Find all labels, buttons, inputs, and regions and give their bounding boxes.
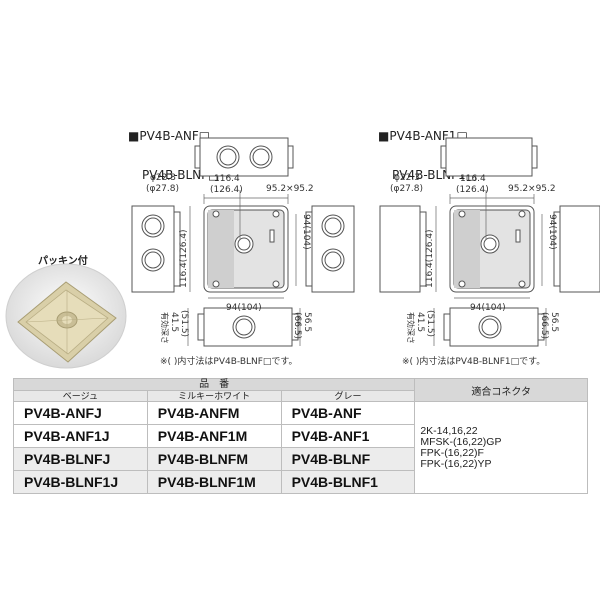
connector-list: 2K-14,16,22 MFSK-(16,22)GP FPK-(16,22)F … xyxy=(414,401,588,494)
cell-beige: PV4B-ANF1J xyxy=(13,424,148,448)
right-right-side-view xyxy=(553,205,600,293)
left-depth-outer-alt: (66.5) xyxy=(292,312,302,339)
packing-photo xyxy=(5,263,127,369)
right-model-title-line1: ■PV4B-ANF1□ xyxy=(378,129,468,143)
right-mount: 95.2×95.2 xyxy=(508,184,556,194)
cell-gray: PV4B-ANF1 xyxy=(280,424,416,448)
table-row: PV4B-BLNF1J PV4B-BLNF1M PV4B-BLNF1 xyxy=(13,470,588,494)
cell-milky-white: PV4B-BLNFM xyxy=(146,447,282,471)
right-hole-dia: φ22.3 xyxy=(394,173,420,183)
cell-beige: PV4B-BLNFJ xyxy=(13,447,148,471)
col-header-gray: グレー xyxy=(280,390,416,402)
connector-item: FPK-(16,22)F xyxy=(420,446,484,459)
right-drawing: φ22.3 (φ27.8) 116.4 (126.4) 95.2×95.2 94… xyxy=(379,137,600,347)
left-height-right: 94(104) xyxy=(301,214,311,250)
left-top-side-view xyxy=(194,137,294,177)
left-bottom-view xyxy=(197,307,299,347)
right-width-top-alt: (126.4) xyxy=(456,185,489,195)
right-depth-inner: 41.5 xyxy=(415,312,425,332)
right-height-right: 94(104) xyxy=(547,214,557,250)
left-model-title-line1: ■PV4B-ANF□ xyxy=(128,129,211,143)
right-width-top: 116.4 xyxy=(460,174,486,184)
left-hole-dia: φ22.3 xyxy=(150,173,176,183)
left-height-left: 116.4(126.4) xyxy=(179,229,189,288)
cell-milky-white: PV4B-BLNF1M xyxy=(146,470,282,494)
left-drawing: φ22.3 (φ27.8) 116.4 (126.4) 95.2×95.2 94… xyxy=(131,137,355,347)
left-width-bottom: 94(104) xyxy=(226,303,262,313)
table-header-connector: 適合コネクタ xyxy=(414,378,588,402)
left-hole-dia-alt: (φ27.8) xyxy=(146,184,179,194)
cell-beige: PV4B-ANFJ xyxy=(13,401,148,425)
cell-milky-white: PV4B-ANFM xyxy=(146,401,282,425)
right-depth-outer: 56.5 xyxy=(549,312,559,332)
col-header-beige: ベージュ xyxy=(13,390,148,402)
left-depth-outer: 56.5 xyxy=(302,312,312,332)
right-depth-outer-alt: (66.5) xyxy=(539,312,549,339)
col-header-milky-white: ミルキーホワイト xyxy=(146,390,282,402)
left-width-top-alt: (126.4) xyxy=(210,185,243,195)
right-width-bottom: 94(104) xyxy=(470,303,506,313)
cell-gray: PV4B-BLNF xyxy=(280,447,416,471)
right-top-side-view xyxy=(440,137,538,177)
left-note: ※( )内寸法はPV4B-BLNF□です。 xyxy=(160,357,298,367)
cell-gray: PV4B-BLNF1 xyxy=(280,470,416,494)
left-right-side-view xyxy=(305,205,355,293)
connector-item: MFSK-(16,22)GP xyxy=(420,435,502,448)
cell-beige: PV4B-BLNF1J xyxy=(13,470,148,494)
packing-label: パッキン付 xyxy=(38,256,88,267)
right-depth-inner-label: 有効深さ xyxy=(406,312,416,344)
left-mount: 95.2×95.2 xyxy=(266,184,314,194)
right-front-view xyxy=(449,205,535,293)
right-left-side-view xyxy=(379,205,427,293)
table-row: PV4B-ANFJ PV4B-ANFM PV4B-ANF 2K-14,16,22… xyxy=(13,401,588,494)
right-hole-dia-alt: (φ27.8) xyxy=(390,184,423,194)
left-depth-inner-alt: (51.5) xyxy=(179,310,189,337)
right-height-left: 116.4(126.4) xyxy=(425,229,435,288)
spec-table: 品 番 適合コネクタ ベージュ ミルキーホワイト グレー PV4B-ANFJ P… xyxy=(12,378,588,494)
left-width-top: 116.4 xyxy=(214,174,240,184)
left-left-side-view xyxy=(131,205,181,293)
cell-milky-white: PV4B-ANF1M xyxy=(146,424,282,448)
right-depth-inner-alt: (51.5) xyxy=(425,310,435,337)
cell-gray: PV4B-ANF xyxy=(280,401,416,425)
connector-item: FPK-(16,22)YP xyxy=(420,457,492,470)
table-header-part-number: 品 番 xyxy=(12,378,416,391)
right-bottom-view xyxy=(443,307,545,347)
connector-item: 2K-14,16,22 xyxy=(420,424,478,437)
left-front-view xyxy=(203,205,289,293)
left-depth-inner: 41.5 xyxy=(169,312,179,332)
right-note: ※( )内寸法はPV4B-BLNF1□です。 xyxy=(402,357,546,367)
left-depth-inner-label: 有効深さ xyxy=(160,312,170,344)
